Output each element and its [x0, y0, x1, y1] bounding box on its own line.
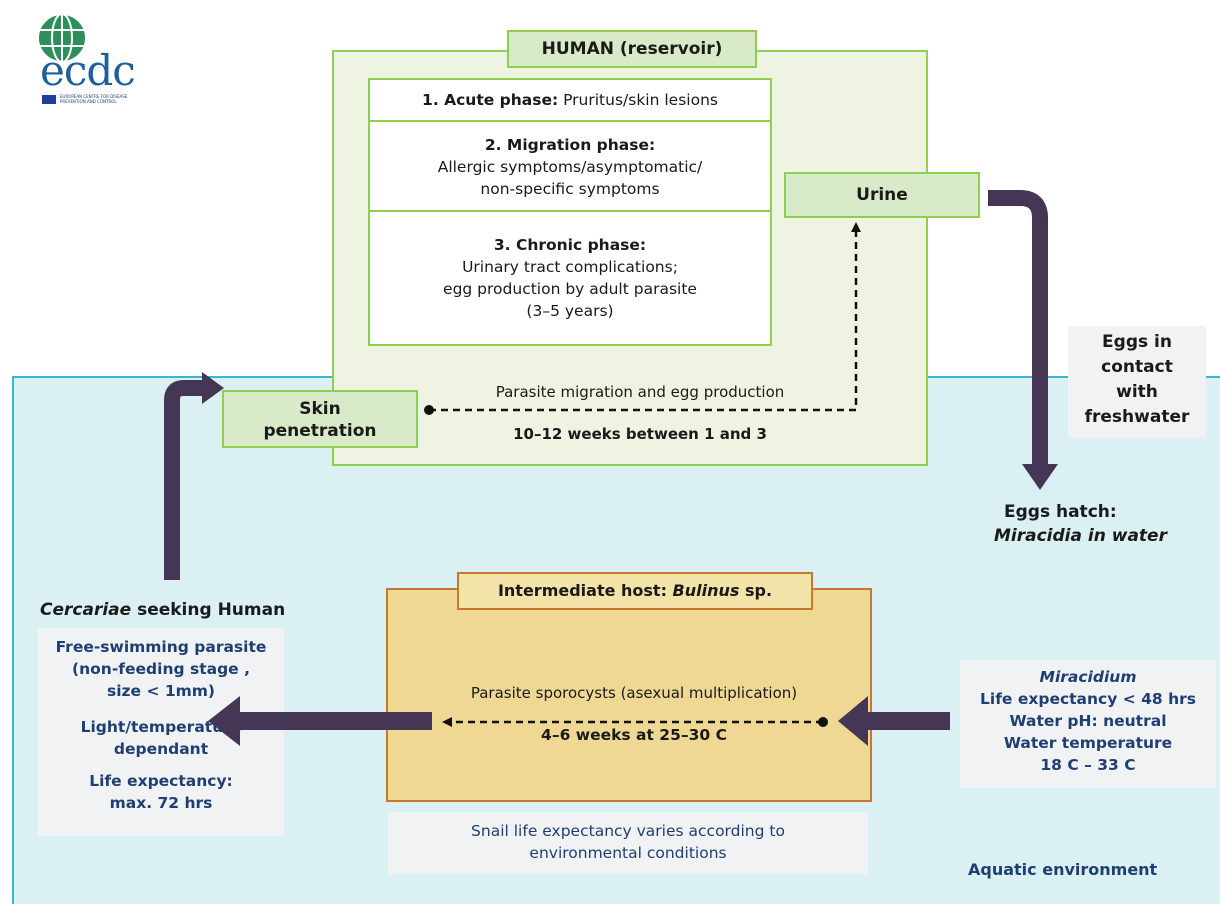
miracidium-line2: Water pH: neutral [1009, 712, 1167, 730]
miracidium-line4: 18 C – 33 C [1040, 756, 1136, 774]
eggs-hatch-label: Eggs hatch: Miracidia in water [994, 500, 1204, 548]
logo-tagline: EUROPEAN CENTRE FOR DISEASE PREVENTION A… [60, 94, 128, 104]
snail-note-box: Snail life expectancy varies according t… [388, 812, 868, 874]
chronic-phase-line2: egg production by adult parasite [443, 280, 697, 298]
snail-note-line2: environmental conditions [529, 844, 727, 862]
cercariae-line5: dependant [113, 740, 209, 758]
skin-penetration-box: Skin penetration [222, 390, 418, 448]
chronic-phase-line1: Urinary tract complications; [462, 258, 678, 276]
cercariae-heading-rest: seeking Human [131, 600, 286, 620]
migration-phase-box: 2. Migration phase: Allergic symptoms/as… [368, 120, 772, 212]
miracidium-title: Miracidium [1039, 668, 1137, 686]
acute-phase-box: 1. Acute phase: Pruritus/skin lesions [368, 78, 772, 122]
cercariae-heading-italic: Cercariae [40, 600, 132, 620]
intermediate-host-title: Intermediate host: Bulinus sp. [457, 572, 813, 610]
sporocysts-label: Parasite sporocysts (asexual multiplicat… [470, 684, 798, 702]
miracidium-info-box: Miracidium Life expectancy < 48 hrs Wate… [960, 660, 1216, 788]
migration-phase-line2: non-specific symptoms [480, 180, 660, 198]
host-title-post: sp. [739, 581, 773, 600]
eggs-hatch-line1: Eggs hatch: [1004, 502, 1117, 522]
skin-line1: Skin [299, 399, 341, 419]
cercariae-info-box: Free-swimming parasite (non-feeding stag… [38, 628, 284, 836]
migration-label: Parasite migration and egg production [495, 383, 785, 401]
eggs-contact-line4: freshwater [1084, 407, 1190, 427]
cercariae-line1: Free-swimming parasite [55, 638, 267, 656]
snail-note-line1: Snail life expectancy varies according t… [471, 822, 785, 840]
chronic-phase-title: 3. Chronic phase: [493, 236, 647, 254]
chronic-phase-box: 3. Chronic phase: Urinary tract complica… [368, 210, 772, 346]
chronic-phase-line3: (3–5 years) [526, 302, 614, 320]
acute-phase-text: Pruritus/skin lesions [558, 91, 718, 109]
logo-wordmark: ecdc [40, 46, 136, 95]
acute-phase-title: 1. Acute phase: [422, 91, 559, 109]
ecdc-logo: ecdc EUROPEAN CENTRE FOR DISEASE PREVENT… [14, 8, 136, 108]
human-title-tag: HUMAN (reservoir) [507, 30, 757, 68]
aquatic-environment-label: Aquatic environment [968, 860, 1158, 879]
cercariae-line2: (non-feeding stage , [72, 660, 250, 678]
cercariae-line3: size < 1mm) [106, 682, 216, 700]
migration-phase-line1: Allergic symptoms/asymptomatic/ [437, 158, 703, 176]
cercariae-heading: Cercariae seeking Human [40, 600, 340, 620]
eggs-hatch-line2: Miracidia in water [994, 526, 1167, 546]
globe-icon [37, 13, 87, 104]
miracidium-line1: Life expectancy < 48 hrs [980, 690, 1196, 708]
skin-line2: penetration [263, 421, 377, 441]
sporocysts-weeks-label: 4–6 weeks at 25–30 C [541, 726, 727, 744]
eggs-contact-box: Eggs in contact with freshwater [1068, 326, 1206, 438]
cercariae-line7: max. 72 hrs [109, 794, 213, 812]
eggs-contact-line3: with [1116, 382, 1158, 402]
migration-phase-title: 2. Migration phase: [484, 136, 656, 154]
eggs-contact-line1: Eggs in [1102, 332, 1172, 352]
cercariae-line6: Life expectancy: [89, 772, 233, 790]
host-title-pre: Intermediate host: [497, 581, 673, 600]
urine-box: Urine [784, 172, 980, 218]
host-title-italic: Bulinus [672, 581, 740, 600]
migration-weeks-label: 10–12 weeks between 1 and 3 [513, 425, 767, 443]
cercariae-line4: Light/temperature [80, 718, 242, 736]
eggs-contact-line2: contact [1101, 357, 1173, 377]
miracidium-line3: Water temperature [1003, 734, 1173, 752]
intermediate-host-box [386, 588, 872, 802]
